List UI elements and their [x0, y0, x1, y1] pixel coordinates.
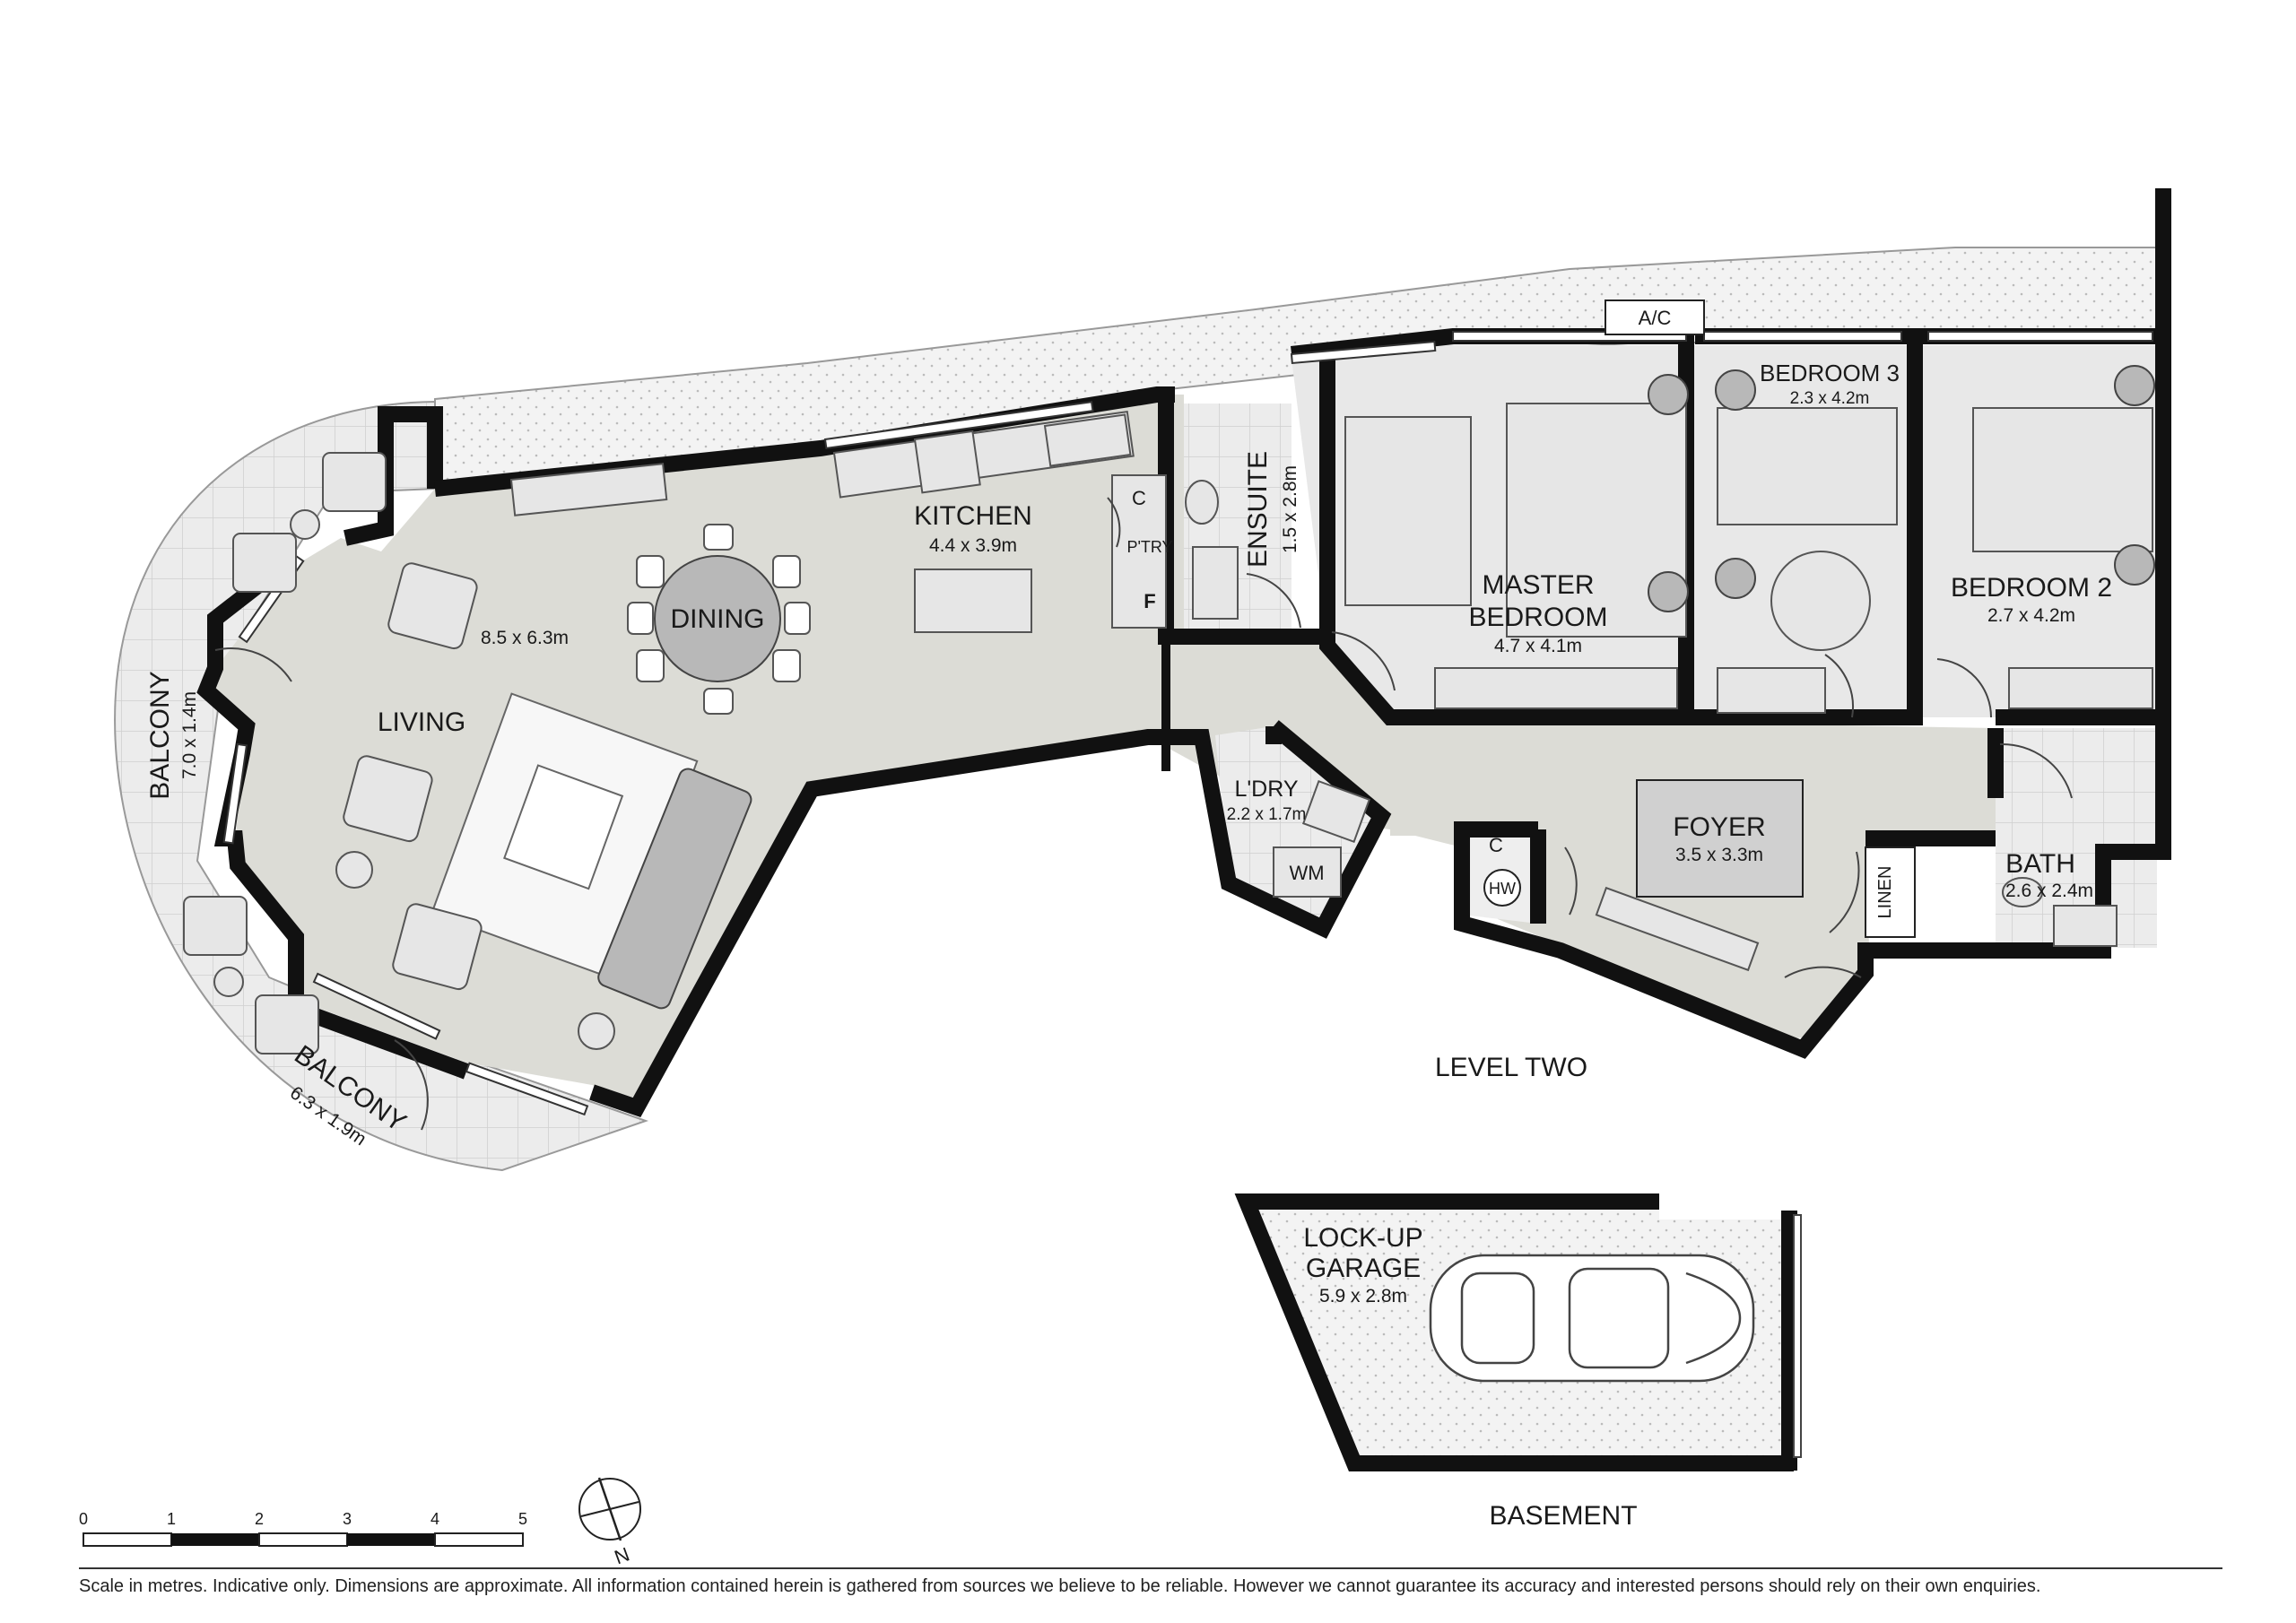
master-rug	[1344, 416, 1472, 606]
ensuite-label: ENSUITE	[1243, 451, 1273, 568]
sink	[1043, 413, 1132, 467]
balcony-chair-2	[232, 533, 297, 593]
master-label-1: MASTER	[1482, 570, 1594, 600]
dining-table	[654, 555, 781, 682]
linen-label: LINEN	[1875, 866, 1895, 919]
laundry-tub	[1301, 779, 1371, 844]
balcony-chair-1	[322, 452, 387, 512]
ensuite-toilet	[1185, 480, 1219, 525]
foyer-dim: 3.5 x 3.3m	[1675, 845, 1763, 865]
ac-unit	[1605, 299, 1705, 335]
bath-vanity	[2053, 905, 2118, 947]
laundry-label: L'DRY	[1234, 777, 1298, 802]
balcony-chair-4	[255, 994, 319, 1055]
pantry-label: P'TRY	[1126, 538, 1172, 556]
scale-tick-4: 4	[430, 1510, 439, 1528]
car-icon	[1429, 1254, 1755, 1383]
garage-dim: 5.9 x 2.8m	[1319, 1286, 1407, 1306]
master-lamp-2	[1648, 571, 1689, 612]
master-wardrobe	[1434, 667, 1678, 709]
cupboard-label: C	[1132, 487, 1146, 509]
master-label-2: BEDROOM	[1468, 603, 1607, 632]
wall-bench	[509, 463, 668, 516]
hot-water-unit	[1483, 869, 1521, 907]
kitchen-label: KITCHEN	[914, 501, 1032, 531]
dining-chairs	[627, 524, 811, 715]
bedroom2-label: BEDROOM 2	[1951, 573, 2112, 603]
footer-disclaimer: Scale in metres. Indicative only. Dimens…	[79, 1576, 2041, 1596]
cupboard-hw-label: C	[1489, 834, 1503, 856]
bath-dim: 2.6 x 2.4m	[2005, 881, 2093, 901]
fridge-label: F	[1144, 590, 1155, 612]
bedroom3-label: BEDROOM 3	[1760, 360, 1900, 386]
level-two-label: LEVEL TWO	[1435, 1053, 1587, 1082]
bedroom3-rug	[1770, 551, 1871, 651]
footer-divider	[79, 1567, 2222, 1569]
bedroom3-lamp-1	[1715, 369, 1756, 411]
scale-bar: 0 1 2 3 4 5	[79, 1510, 527, 1547]
balcony-chair-3	[183, 896, 248, 956]
bedroom3-lamp-2	[1715, 558, 1756, 599]
washer	[1273, 846, 1342, 898]
balcony1-dim: 7.0 x 1.4m	[179, 691, 200, 779]
north-label: N	[612, 1542, 632, 1568]
foyer-console	[1595, 886, 1760, 972]
dining-label: DINING	[671, 604, 765, 634]
washer-label: WM	[1289, 862, 1324, 884]
foyer-rug	[1636, 779, 1804, 898]
garage-label-1: LOCK-UP	[1303, 1223, 1422, 1253]
armchair-2	[343, 755, 433, 843]
bath-label: BATH	[2005, 849, 2075, 879]
balcony-table-1	[290, 509, 320, 540]
bedroom2-wardrobe	[2008, 667, 2153, 709]
scale-tick-2: 2	[255, 1510, 264, 1528]
scale-tick-1: 1	[167, 1510, 176, 1528]
bedroom3-desk	[1717, 667, 1826, 714]
bedroom2-bed	[1972, 407, 2153, 552]
ac-label: A/C	[1639, 307, 1672, 329]
armchair-3	[392, 903, 483, 991]
garage-label-2: GARAGE	[1306, 1254, 1421, 1283]
bedroom2-lamp-1	[2114, 365, 2155, 406]
side-table-2	[578, 1012, 615, 1050]
linen-cupboard	[1865, 846, 1916, 938]
ensuite-vanity	[1192, 546, 1239, 620]
scale-tick-3: 3	[343, 1510, 352, 1528]
master-lamp-1	[1648, 374, 1689, 415]
foyer-label: FOYER	[1673, 812, 1765, 842]
laundry-dim: 2.2 x 1.7m	[1227, 805, 1307, 824]
living-label: LIVING	[378, 707, 465, 737]
balcony-table-2	[213, 967, 244, 997]
basement-label: BASEMENT	[1489, 1501, 1637, 1531]
bedroom3-bed	[1717, 407, 1898, 525]
bedroom3-dim: 2.3 x 4.2m	[1790, 389, 1870, 408]
kitchen-island	[914, 568, 1032, 633]
sofa	[597, 768, 752, 1010]
north-arrow-icon: N	[578, 1477, 641, 1568]
armchair-1	[387, 562, 478, 650]
scale-tick-0: 0	[79, 1510, 88, 1528]
hot-water-label: HW	[1489, 880, 1516, 898]
pantry-cupboard	[1111, 474, 1167, 629]
scale-tick-5: 5	[518, 1510, 527, 1528]
balcony1-label: BALCONY	[145, 671, 175, 799]
ensuite-dim: 1.5 x 2.8m	[1280, 465, 1300, 553]
coffee-table	[503, 764, 624, 890]
living-dim: 8.5 x 6.3m	[481, 628, 569, 648]
side-table-1	[335, 851, 373, 889]
master-dim: 4.7 x 4.1m	[1494, 636, 1582, 656]
bath-toilet	[2002, 877, 2043, 907]
cooktop	[913, 430, 981, 494]
bedroom2-dim: 2.7 x 4.2m	[1987, 605, 2075, 626]
kitchen-dim: 4.4 x 3.9m	[929, 535, 1017, 556]
bedroom2-lamp-2	[2114, 544, 2155, 586]
